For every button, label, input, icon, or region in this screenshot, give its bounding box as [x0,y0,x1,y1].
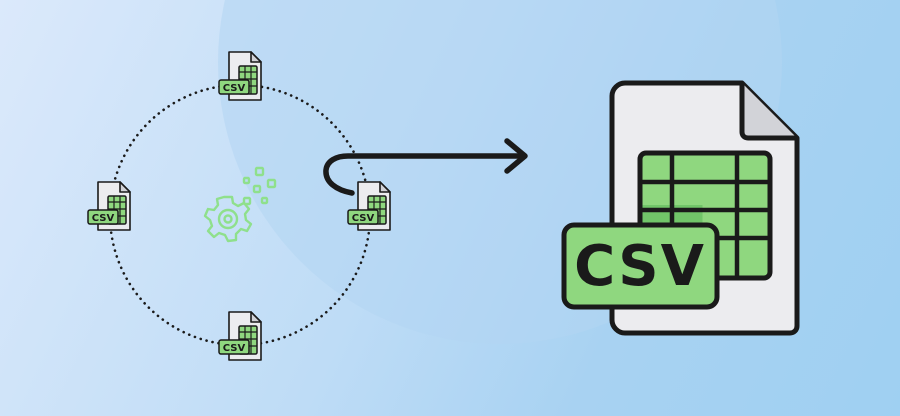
csv-file-icon-left: CSV [87,181,131,231]
arrow-right-icon [323,138,528,196]
csv-file-label: CSV [223,343,246,354]
csv-file-label: CSV [223,83,246,94]
csv-file-icon-right: CSV [347,181,391,231]
csv-file-icon-large: CSV [561,80,800,336]
gear-icon [203,166,277,243]
csv-file-label: CSV [92,213,115,224]
csv-file-large-label: CSV [574,234,706,299]
csv-file-icon-bottom: CSV [218,311,262,361]
csv-file-icon-top: CSV [218,51,262,101]
csv-file-label: CSV [352,213,375,224]
